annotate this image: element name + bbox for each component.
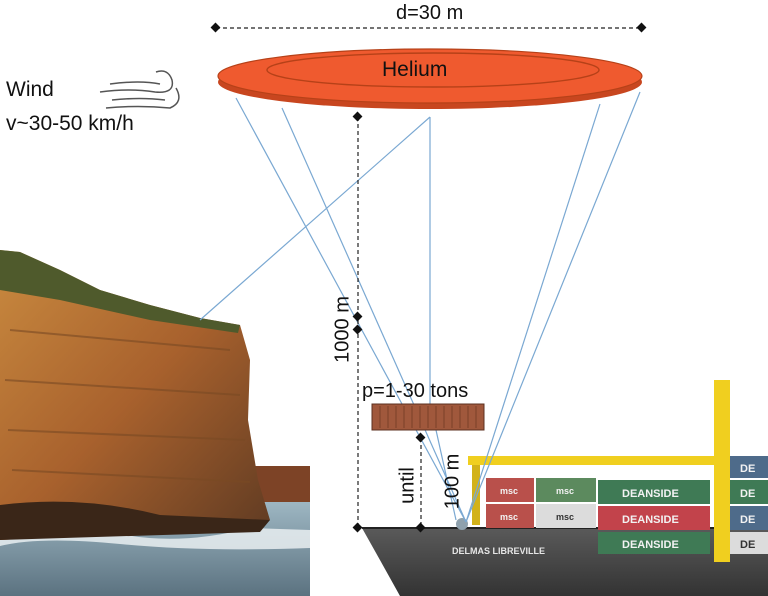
container-brand-msc-3: msc: [500, 512, 518, 522]
wind-title: Wind: [6, 78, 54, 101]
container-brand-msc-2: msc: [556, 486, 574, 496]
payload-label: p=1-30 tons: [362, 380, 469, 402]
hang-dimension: [415, 432, 426, 533]
container-ship: [362, 380, 768, 596]
container-brand-de-2: DE: [740, 488, 755, 500]
wind-speed-label: v~30-50 km/h: [6, 112, 134, 135]
hang-value-label: 100 m: [441, 453, 464, 510]
hang-prefix-label: until: [396, 467, 419, 504]
cliff: [0, 250, 270, 540]
helium-label: Helium: [382, 58, 448, 81]
ship-name-label: DELMAS LIBREVILLE: [452, 546, 545, 556]
helium-balloon: [217, 48, 643, 109]
container-brand-deanside-2: DEANSIDE: [622, 514, 679, 526]
diameter-label: d=30 m: [396, 2, 464, 24]
container-brand-de-1: DE: [740, 463, 755, 475]
crane-boom: [468, 456, 730, 465]
tethers: [199, 91, 641, 523]
altitude-label: 1000 m: [331, 296, 354, 363]
wind-icon: [99, 70, 180, 109]
container-brand-msc-4: msc: [556, 512, 574, 522]
container-brand-de-4: DE: [740, 539, 755, 551]
container-brand-de-3: DE: [740, 514, 755, 526]
container-brand-deanside-3: DEANSIDE: [622, 539, 679, 551]
payload-container: [371, 403, 485, 431]
container-brand-deanside-1: DEANSIDE: [622, 488, 679, 500]
container-brand-msc-1: msc: [500, 486, 518, 496]
diameter-dimension: [210, 22, 647, 33]
crane-mast: [714, 380, 730, 562]
